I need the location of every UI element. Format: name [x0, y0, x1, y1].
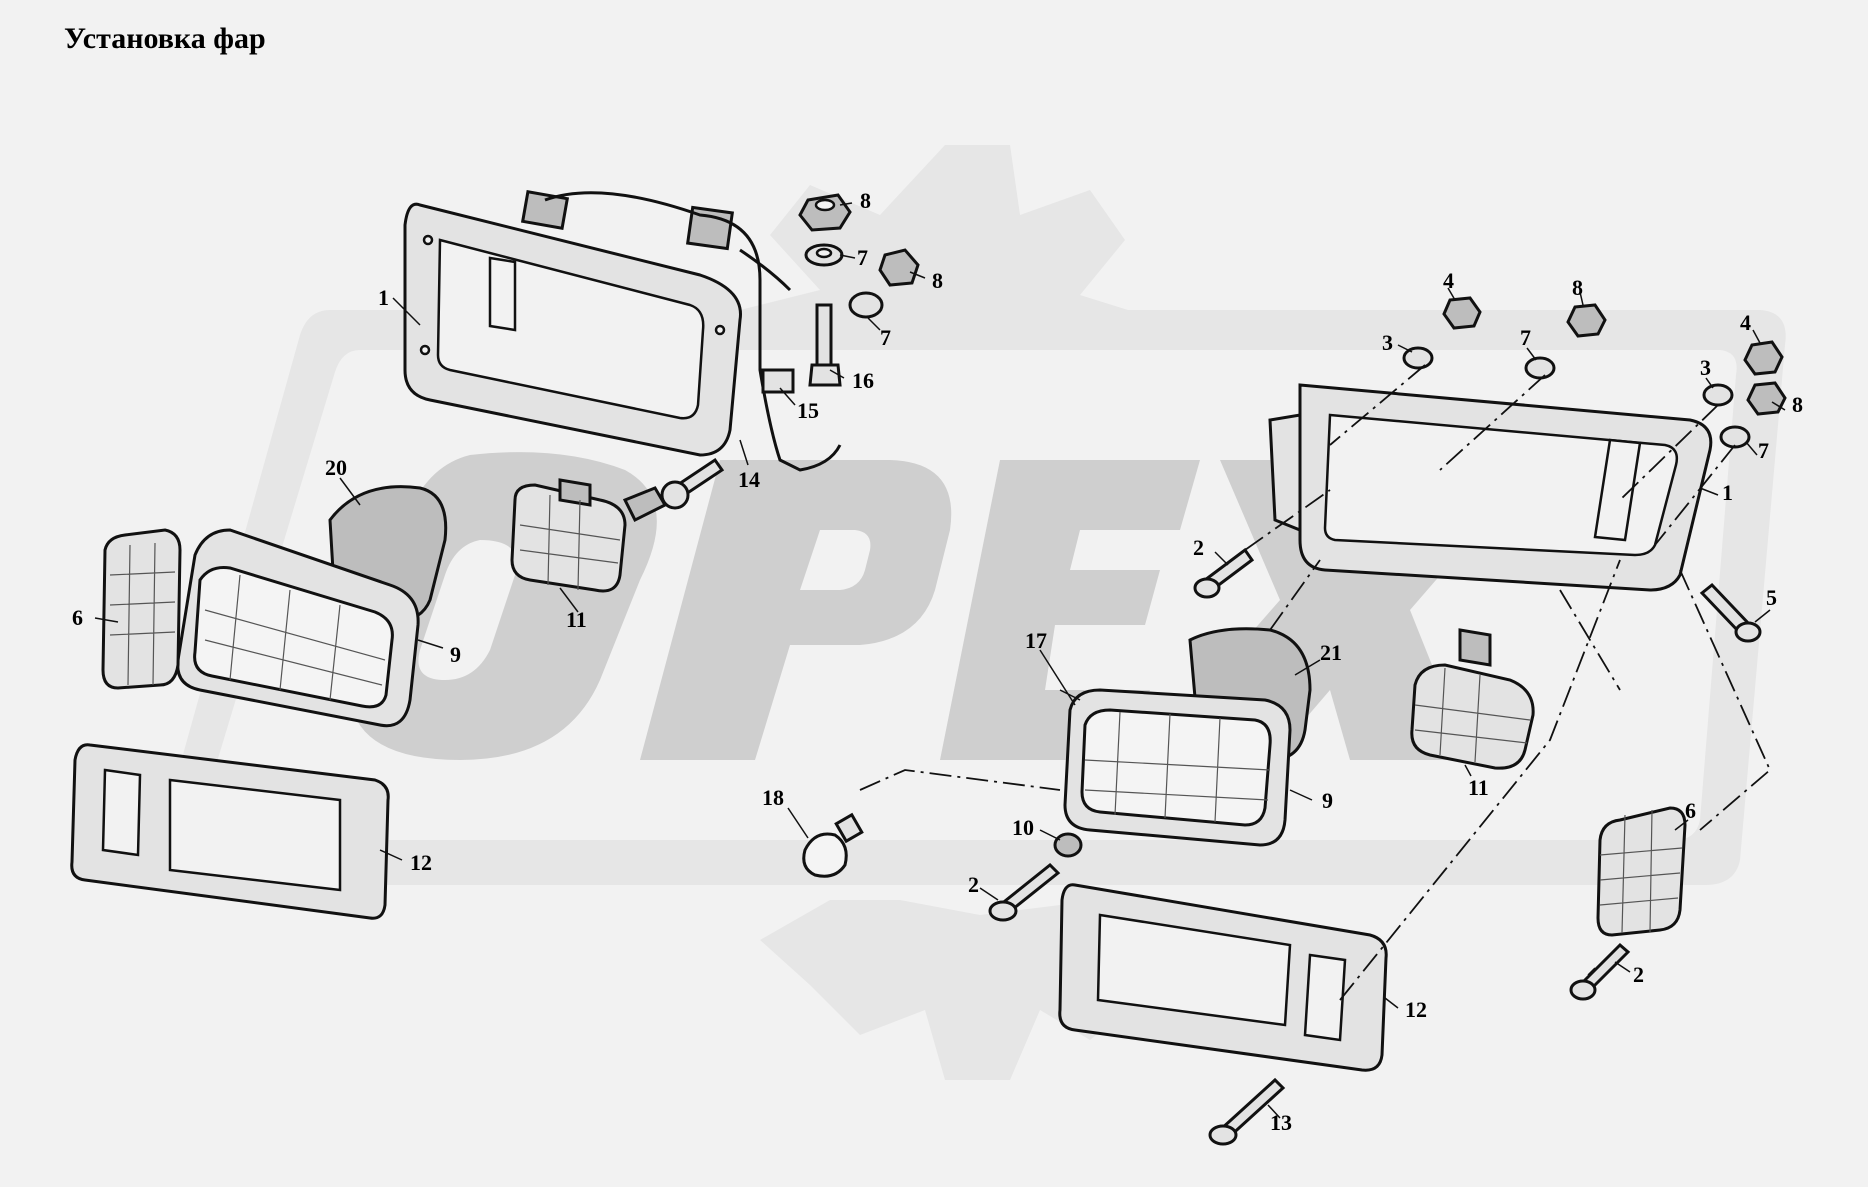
part-7-washer-a [804, 243, 844, 267]
part-16-bolt [808, 303, 842, 387]
callout-2-c: 2 [1633, 962, 1644, 987]
part-12-frame-right [1058, 883, 1388, 1072]
callout-2-b: 2 [968, 872, 979, 897]
callout-14: 14 [738, 467, 760, 492]
part-3-washer-a [1402, 346, 1434, 370]
leader-lines [94, 202, 1786, 1119]
part-10-grommet [1053, 832, 1083, 858]
callout-11-left: 11 [566, 607, 587, 632]
callout-7-b: 7 [880, 325, 891, 350]
part-13-screw [1208, 1077, 1286, 1146]
part-3-washer-b [1702, 383, 1734, 407]
callout-10: 10 [1012, 815, 1034, 840]
callout-8-c: 8 [1572, 275, 1583, 300]
callout-9-left: 9 [450, 642, 461, 667]
callout-9-right: 9 [1322, 788, 1333, 813]
part-18-bulb [802, 812, 864, 878]
callout-7-c: 7 [1520, 325, 1531, 350]
callout-1-left: 1 [378, 285, 389, 310]
callout-6-left: 6 [72, 605, 83, 630]
part-2-screw-a [1193, 547, 1255, 599]
part-4-nut-a [1442, 296, 1482, 330]
callout-6-right: 6 [1685, 798, 1696, 823]
part-6-gasket-right [1596, 806, 1687, 937]
callout-12-left: 12 [410, 850, 432, 875]
callouts: 1 20 6 9 11 12 14 15 16 8 7 8 7 4 3 8 7 … [72, 188, 1803, 1135]
part-8-nut-b [878, 248, 920, 287]
part-15-clamp [761, 368, 795, 394]
part-7-washer-c [1524, 356, 1556, 380]
page-title: Установка фар [64, 22, 266, 55]
part-6-gasket-left [101, 528, 182, 690]
callout-17: 17 [1025, 628, 1047, 653]
part-8-nut-c [1566, 303, 1607, 338]
callout-13: 13 [1270, 1110, 1292, 1135]
part-7-washer-d [1719, 425, 1751, 449]
callout-1-right: 1 [1722, 480, 1733, 505]
callout-8-b: 8 [932, 268, 943, 293]
part-11-signal-lamp-left [510, 478, 668, 593]
part-14-screw [660, 457, 725, 510]
part-1-housing-right [1268, 383, 1713, 592]
part-7-washer-b [848, 291, 884, 319]
callout-2-a: 2 [1193, 535, 1204, 560]
callout-5: 5 [1766, 585, 1777, 610]
part-8-nut-d [1746, 381, 1787, 416]
callout-21: 21 [1320, 640, 1342, 665]
part-1-housing-left [403, 202, 742, 457]
callout-16: 16 [852, 368, 874, 393]
callout-4-a: 4 [1443, 268, 1454, 293]
part-11-signal-lamp-right [1410, 628, 1535, 770]
part-4-nut-b [1743, 340, 1784, 376]
part-9-headlamp-right [1063, 688, 1292, 847]
part-2-screw-b [988, 862, 1061, 922]
part-9-headlamp-left [176, 528, 420, 728]
callout-7-d: 7 [1758, 438, 1769, 463]
watermark-letter-e [940, 460, 1200, 760]
callout-12-right: 12 [1405, 997, 1427, 1022]
callout-15: 15 [797, 398, 819, 423]
callout-8-d: 8 [1792, 392, 1803, 417]
callout-18: 18 [762, 785, 784, 810]
housing-wiring-left [520, 190, 842, 472]
callout-3-b: 3 [1700, 355, 1711, 380]
callout-3-a: 3 [1382, 330, 1393, 355]
callout-11-right: 11 [1468, 775, 1489, 800]
callout-7-a: 7 [857, 245, 868, 270]
watermark-letter-p [640, 460, 952, 760]
part-12-frame-left [70, 743, 390, 920]
part-2-screw-c [1569, 942, 1631, 1001]
part-5-screw [1699, 582, 1762, 643]
assembly-lines [859, 364, 1772, 1001]
callout-8-a: 8 [860, 188, 871, 213]
callout-4-b: 4 [1740, 310, 1751, 335]
part-8-nut-a [798, 193, 852, 232]
part-17-rim [1059, 689, 1081, 701]
callout-20: 20 [325, 455, 347, 480]
